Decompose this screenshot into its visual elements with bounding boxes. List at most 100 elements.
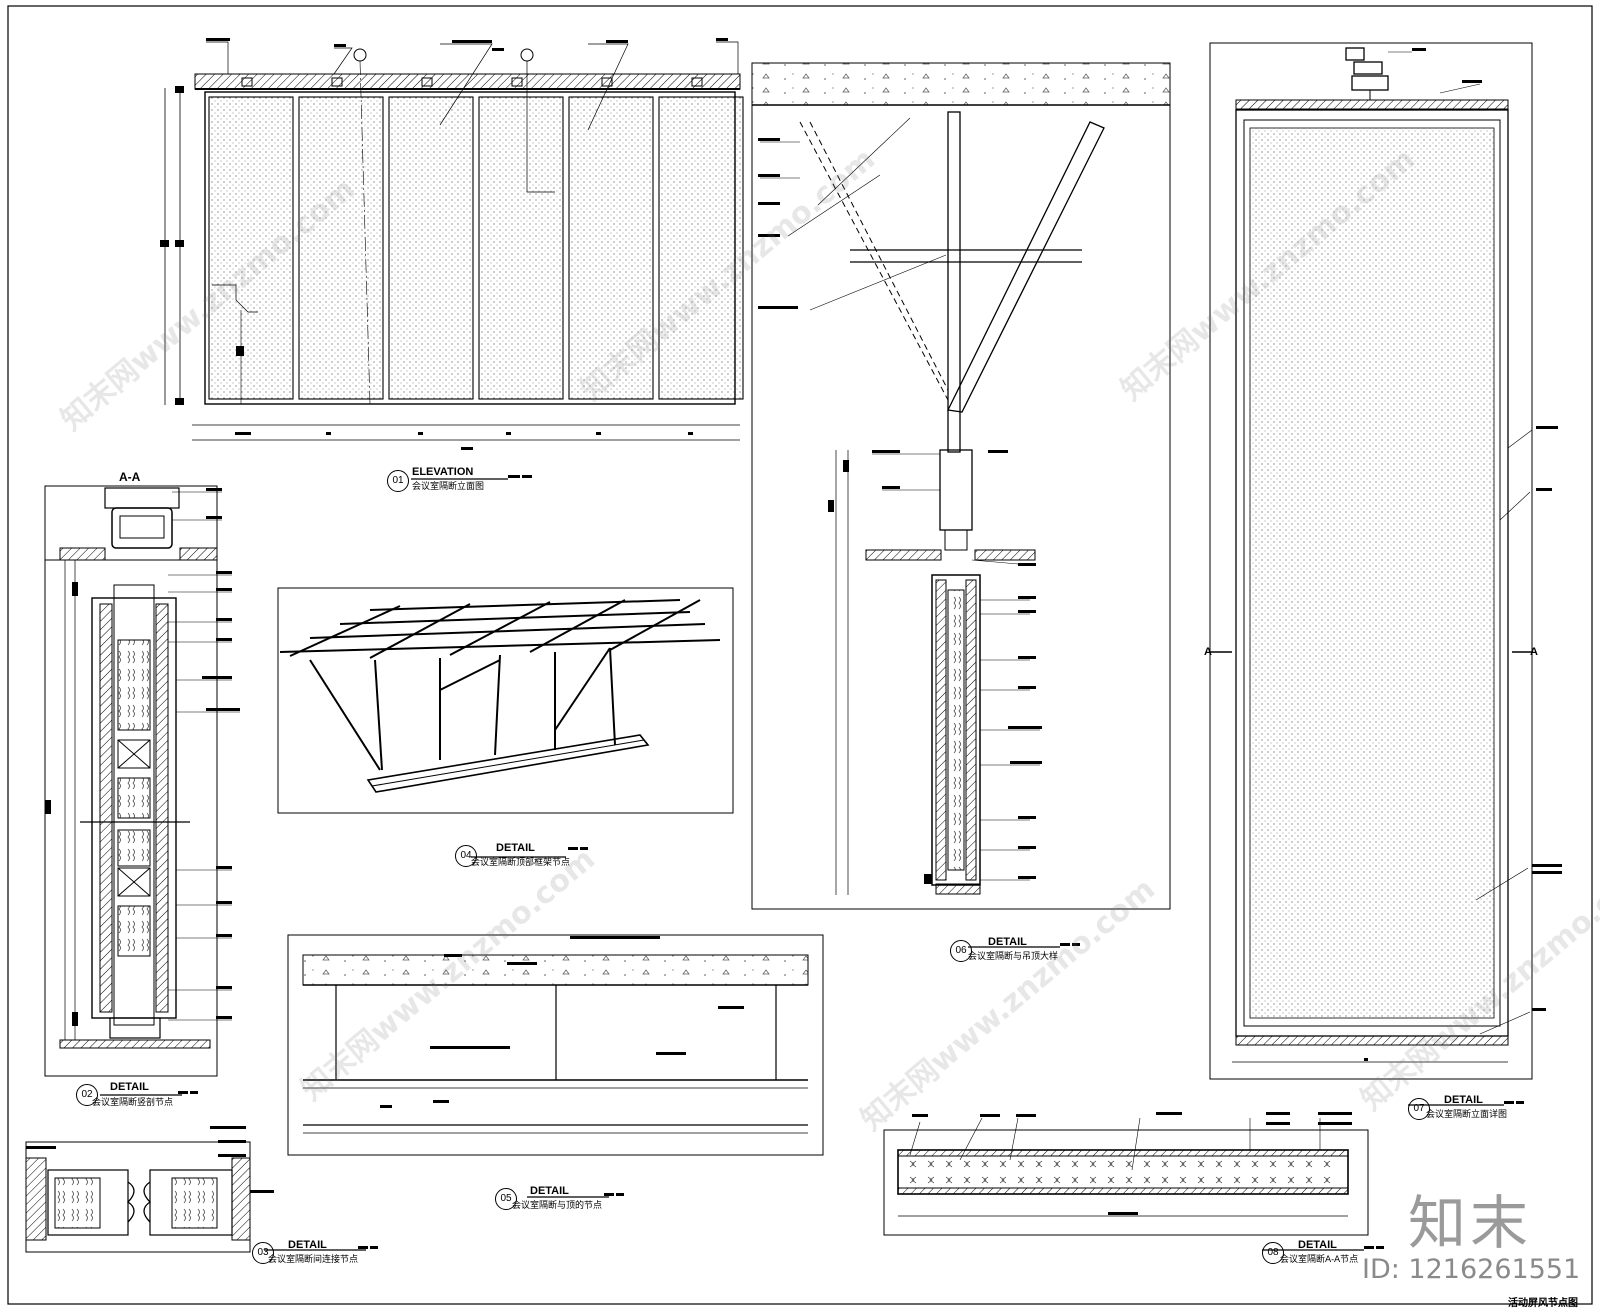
elevation-panel <box>478 96 564 400</box>
track-hanger <box>511 77 523 87</box>
detail-number: 03 <box>252 1242 274 1264</box>
insulation-mark <box>1323 1176 1331 1184</box>
section-mark-right: A <box>1530 646 1538 658</box>
detail-caption: 会议室隔断立面图 <box>412 482 485 492</box>
sheet-title: 活动屏风节点图 <box>1508 1298 1578 1309</box>
insulation-mark <box>909 1160 917 1168</box>
insulation-mark <box>1233 1160 1241 1168</box>
insulation-mark <box>1143 1160 1151 1168</box>
insulation-mark <box>1251 1176 1259 1184</box>
insulation-mark <box>927 1176 935 1184</box>
insulation-mark <box>1035 1176 1043 1184</box>
insulation-mark <box>1287 1160 1295 1168</box>
image-id: ID: 1216261551 <box>1362 1254 1581 1285</box>
detail-heading: DETAIL <box>530 1185 569 1197</box>
section-aa-drawing <box>44 485 240 1077</box>
detail-number: 05 <box>495 1188 517 1210</box>
insulation-mark <box>1323 1160 1331 1168</box>
detail-heading: DETAIL <box>1444 1094 1483 1106</box>
insulation-mark <box>1089 1160 1097 1168</box>
ceiling-junction-detail-drawing <box>287 934 824 1156</box>
detail-caption: 会议室隔断与吊顶大样 <box>968 952 1059 962</box>
insulation-mark <box>1107 1160 1115 1168</box>
panel-elevation-detail-drawing <box>1209 42 1562 1080</box>
insulation-mark <box>1305 1160 1313 1168</box>
ceiling-frame-detail-drawing <box>277 587 734 814</box>
elevation-panel <box>208 96 294 400</box>
detail-number: 06 <box>950 940 972 962</box>
insulation-mark <box>909 1176 917 1184</box>
section-aa-title: A-A <box>119 470 141 484</box>
elevation-drawing <box>160 38 744 450</box>
detail-heading: DETAIL <box>1298 1239 1337 1251</box>
detail-caption: 会议室隔断顶部框架节点 <box>471 858 571 868</box>
insulation-mark <box>999 1160 1007 1168</box>
insulation-mark <box>1233 1176 1241 1184</box>
insulation-mark <box>1125 1160 1133 1168</box>
insulation-mark <box>963 1176 971 1184</box>
detail-caption: 会议室隔断间连接节点 <box>268 1255 359 1265</box>
insulation-mark <box>1089 1176 1097 1184</box>
insulation-mark <box>1035 1160 1043 1168</box>
detail-number: 08 <box>1262 1242 1284 1264</box>
insulation-mark <box>999 1176 1007 1184</box>
insulation-mark <box>1071 1176 1079 1184</box>
title-underlines <box>100 478 1504 1251</box>
track-hanger <box>421 77 433 87</box>
detail-number: 07 <box>1408 1098 1430 1120</box>
insulation-mark <box>1305 1176 1313 1184</box>
track-hanger <box>241 77 253 87</box>
insulation-mark <box>945 1176 953 1184</box>
detail-caption: 会议室隔断竖剖节点 <box>92 1098 174 1108</box>
insulation-mark <box>1215 1176 1223 1184</box>
track-hanger <box>601 77 613 87</box>
aa-node-detail-drawing <box>883 1112 1369 1236</box>
detail-caption: 会议室隔断立面详图 <box>1426 1110 1508 1120</box>
connection-detail-drawing <box>25 1126 274 1253</box>
insulation-mark <box>1161 1176 1169 1184</box>
detail-caption: 会议室隔断与顶的节点 <box>512 1201 603 1211</box>
detail-heading: DETAIL <box>496 842 535 854</box>
sheet-border <box>7 5 1593 1305</box>
brand-logo: 知末 <box>1408 1189 1533 1257</box>
insulation-mark <box>1215 1160 1223 1168</box>
elevation-panel <box>658 96 744 400</box>
insulation-mark <box>963 1160 971 1168</box>
insulation-mark <box>1251 1160 1259 1168</box>
insulation-mark <box>1143 1176 1151 1184</box>
insulation-mark <box>1161 1160 1169 1168</box>
insulation-mark <box>981 1160 989 1168</box>
insulation-mark <box>1179 1176 1187 1184</box>
track-hanger <box>331 77 343 87</box>
insulation-mark <box>1107 1176 1115 1184</box>
insulation-mark <box>1017 1160 1025 1168</box>
detail-number: 01 <box>387 470 409 492</box>
elevation-panel <box>568 96 654 400</box>
insulation-mark <box>1197 1160 1205 1168</box>
detail-heading: DETAIL <box>110 1081 149 1093</box>
insulation-mark <box>1053 1160 1061 1168</box>
detail-number: 02 <box>76 1084 98 1106</box>
insulation-mark <box>1179 1160 1187 1168</box>
detail-caption: 会议室隔断A-A节点 <box>1280 1255 1359 1265</box>
insulation-mark <box>927 1160 935 1168</box>
insulation-mark <box>1197 1176 1205 1184</box>
track-hanger <box>691 77 703 87</box>
scale-marks <box>178 475 1524 1249</box>
insulation-mark <box>981 1176 989 1184</box>
insulation-mark <box>1053 1176 1061 1184</box>
detail-number: 04 <box>455 845 477 867</box>
insulation-mark <box>945 1160 953 1168</box>
elevation-panel <box>388 96 474 400</box>
insulation-mark <box>1269 1176 1277 1184</box>
elevation-panel <box>298 96 384 400</box>
insulation-mark <box>1287 1176 1295 1184</box>
detail-heading: ELEVATION <box>412 466 474 478</box>
insulation-mark <box>1071 1160 1079 1168</box>
section-mark-left: A <box>1204 646 1212 658</box>
insulation-mark <box>1017 1176 1025 1184</box>
detail-heading: DETAIL <box>288 1239 327 1251</box>
insulation-mark <box>1269 1160 1277 1168</box>
detail-heading: DETAIL <box>988 936 1027 948</box>
